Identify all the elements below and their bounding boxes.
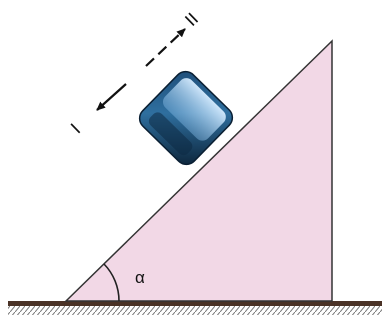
label-up-slope: II bbox=[181, 9, 202, 30]
angle-arc bbox=[103, 263, 120, 302]
direction-arrow bbox=[96, 83, 127, 111]
block bbox=[138, 70, 234, 166]
direction-arrow-up bbox=[145, 28, 186, 67]
inclined-plane bbox=[64, 39, 333, 302]
angle-label: α bbox=[135, 268, 145, 287]
ground-surface bbox=[8, 301, 382, 306]
label-down-slope: I bbox=[67, 119, 85, 137]
ground-hatching bbox=[8, 305, 382, 315]
